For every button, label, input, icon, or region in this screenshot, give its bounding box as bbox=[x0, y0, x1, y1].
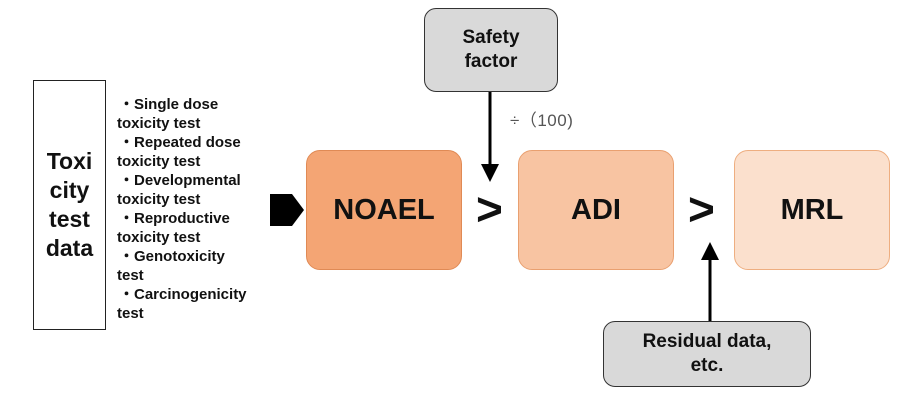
test-list-line: ・Developmental bbox=[119, 172, 241, 189]
adi-label: ADI bbox=[571, 193, 621, 226]
test-list-line: toxicity test bbox=[117, 153, 201, 170]
divisor-label: ÷（100) bbox=[510, 111, 574, 130]
mrl-box: MRL bbox=[734, 150, 890, 270]
adi-box: ADI bbox=[518, 150, 674, 270]
safety-factor-label: Safety factor bbox=[462, 27, 520, 72]
down-arrow-icon bbox=[481, 92, 499, 182]
test-list-line: test bbox=[117, 305, 144, 322]
up-arrow-head bbox=[701, 242, 719, 260]
residual-data-label: Residual data, etc. bbox=[642, 331, 772, 376]
test-list-line: ・Repeated dose bbox=[119, 134, 241, 151]
test-list: ・Single dose toxicity test ・Repeated dos… bbox=[117, 95, 287, 323]
down-arrow-head bbox=[481, 164, 499, 182]
noael-label: NOAEL bbox=[333, 193, 435, 226]
test-list-line: test bbox=[117, 267, 144, 284]
toxicity-test-data-label: Toxi city test data bbox=[45, 148, 94, 261]
test-list-line: ・Genotoxicity bbox=[119, 248, 225, 265]
test-list-line: ・Carcinogenicity bbox=[119, 286, 247, 303]
greater-than-symbol: > bbox=[476, 183, 503, 235]
test-list-line: toxicity test bbox=[117, 115, 201, 132]
residual-data-box: Residual data, etc. bbox=[603, 321, 811, 387]
test-list-line: ・Reproductive bbox=[119, 210, 230, 227]
test-list-line: toxicity test bbox=[117, 191, 201, 208]
test-list-line: toxicity test bbox=[117, 229, 201, 246]
test-list-line: ・Single dose bbox=[119, 96, 219, 113]
noael-box: NOAEL bbox=[306, 150, 462, 270]
block-arrow-icon bbox=[270, 194, 304, 226]
greater-than-symbol: > bbox=[688, 183, 715, 235]
up-arrow-icon bbox=[701, 242, 719, 322]
safety-factor-box: Safety factor bbox=[424, 8, 558, 92]
mrl-label: MRL bbox=[780, 193, 844, 226]
block-arrow-shape bbox=[270, 194, 304, 226]
toxicity-test-data-box: Toxi city test data bbox=[33, 80, 106, 330]
